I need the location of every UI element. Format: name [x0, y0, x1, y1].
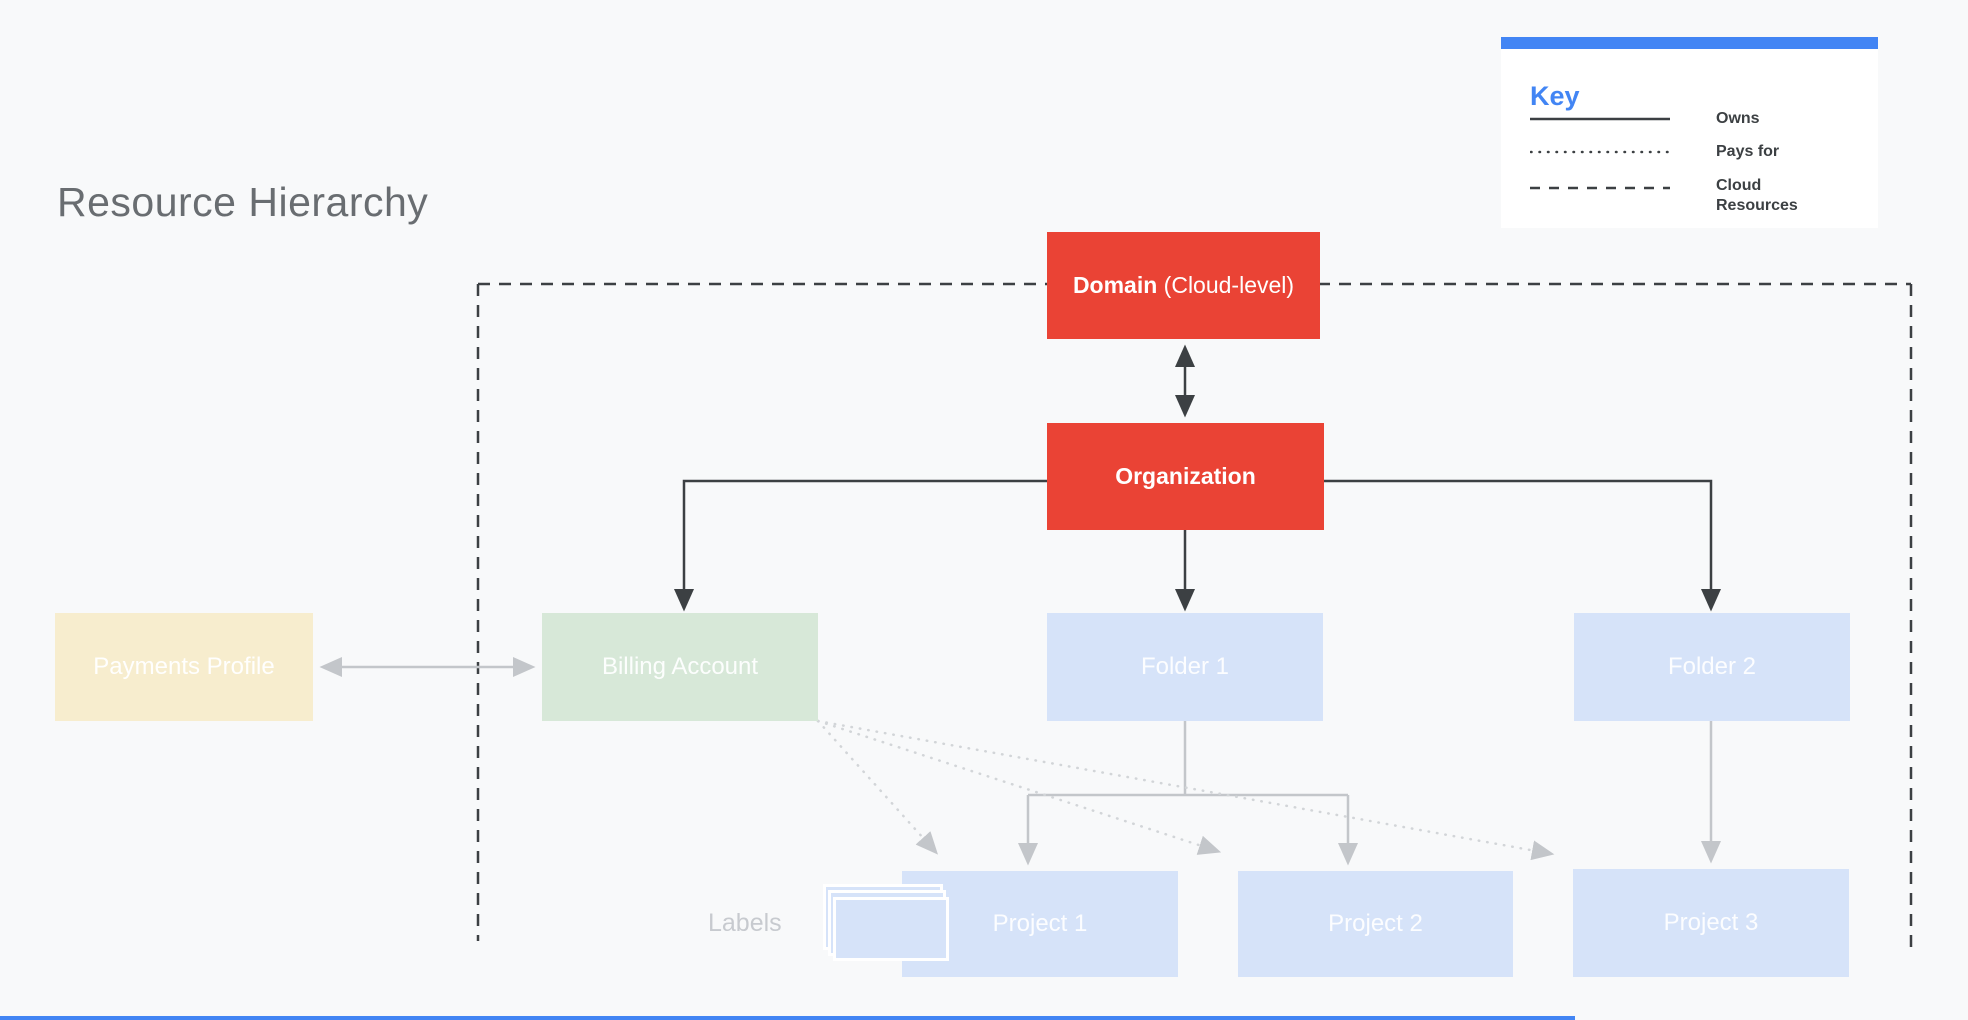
node-project-3: Project 3 [1573, 869, 1849, 977]
owns-connectors-gray [319, 657, 1721, 866]
node-domain: Domain (Cloud-level) [1047, 232, 1320, 339]
node-payments-profile: Payments Profile [55, 613, 313, 721]
folder-1-label: Folder 1 [1140, 653, 1230, 680]
key-legend: Key Owns Pays for Cloud Resources [1501, 37, 1878, 228]
project-1-label: Project 1 [992, 910, 1088, 937]
project-2-label: Project 2 [1328, 910, 1423, 937]
solid-line-sample [1530, 117, 1670, 121]
project-3-label: Project 3 [1663, 909, 1759, 936]
dotted-line-sample [1530, 150, 1670, 154]
billing-account-label: Billing Account [601, 653, 759, 680]
page-title: Resource Hierarchy [57, 179, 429, 225]
dashed-line-sample [1530, 186, 1670, 190]
pays-for-connectors [816, 719, 1555, 861]
organization-folder2-arrow [1324, 479, 1721, 612]
organization-billing-arrow [674, 479, 1047, 612]
billing-project2-dotted-arrow [816, 719, 1222, 855]
legend-label-pays-for: Pays for [1716, 143, 1780, 160]
legend-label-owns: Owns [1716, 110, 1760, 127]
key-heading: Key [1530, 81, 1580, 111]
domain-label-bold: Domain [1072, 272, 1158, 298]
owns-connectors-dark [674, 344, 1721, 612]
payments-profile-label: Payments Profile [93, 653, 275, 680]
node-folder-1: Folder 1 [1047, 613, 1323, 721]
label-card-front [833, 897, 949, 961]
node-billing-account: Billing Account [542, 613, 818, 721]
folder-2-label: Folder 2 [1667, 653, 1757, 680]
billing-project1-dotted-arrow [816, 719, 939, 855]
domain-label-rest: (Cloud-level) [1157, 272, 1295, 298]
billing-project3-dotted-arrow [816, 719, 1555, 861]
key-accent-bar [1501, 37, 1878, 49]
bottom-accent-bar [0, 1016, 1575, 1020]
legend-label-cloud-resources: Cloud Resources [1716, 177, 1798, 214]
labels-caption: Labels [708, 909, 782, 937]
node-project-2: Project 2 [1238, 871, 1513, 977]
organization-label: Organization [1115, 463, 1256, 489]
node-folder-2: Folder 2 [1574, 613, 1850, 721]
node-organization: Organization [1047, 423, 1324, 530]
